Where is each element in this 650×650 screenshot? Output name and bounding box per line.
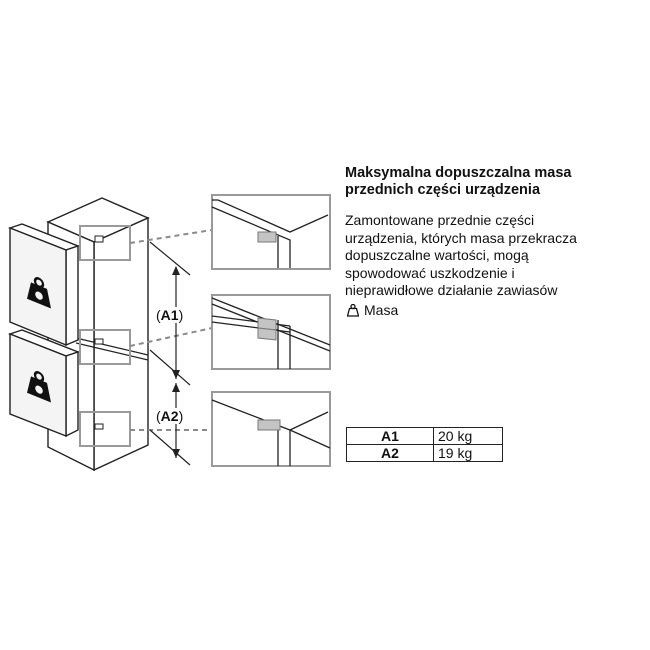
warning-line-3: dopuszczalne wartości, mogą xyxy=(345,247,529,263)
heading-line-1: Maksymalna dopuszczalna masa xyxy=(345,165,572,181)
warning-line-4: spowodować uszkodzenie i xyxy=(345,264,515,281)
legend: Masa xyxy=(347,302,398,318)
warning-text: Zamontowane przednie części urządzenia, … xyxy=(345,212,640,300)
weights-table: A1 20 kg A2 19 kg xyxy=(346,427,503,462)
table-row: A2 19 kg xyxy=(346,444,503,462)
cabinet-divider xyxy=(75,337,149,356)
hinge-marker-bottom xyxy=(94,423,104,430)
table-row: A1 20 kg xyxy=(346,427,503,445)
table-cell-value: 19 kg xyxy=(433,444,503,462)
dimension-label-a1: (A1) xyxy=(156,307,184,323)
cabinet-divider-2 xyxy=(75,342,149,361)
legend-label: Masa xyxy=(364,302,399,318)
detail-view-top xyxy=(211,194,331,270)
warning-line-5: nieprawidłowe działanie zawiasów xyxy=(345,282,558,298)
leader-lines xyxy=(129,229,213,431)
hinge-marker-mid xyxy=(94,338,104,345)
dimension-arrows xyxy=(172,266,180,458)
weight-icon xyxy=(27,277,51,309)
table-cell-value: 20 kg xyxy=(433,427,503,445)
hinge-marker-top xyxy=(94,235,104,243)
detail-view-middle xyxy=(211,294,331,370)
dimension-lines xyxy=(149,241,191,466)
heading-line-2: przednich części urządzenia xyxy=(345,182,541,198)
weight-icon xyxy=(27,371,51,403)
detail-view-bottom xyxy=(211,391,331,467)
weight-icon xyxy=(347,303,359,317)
dimension-label-a2: (A2) xyxy=(156,408,184,424)
table-cell-key: A1 xyxy=(346,427,434,445)
upper-door xyxy=(7,223,81,347)
section-heading: Maksymalna dopuszczalna masa przednich c… xyxy=(345,165,635,199)
warning-line-1: Zamontowane przednie części xyxy=(345,212,535,228)
warning-line-2: urządzenia, których masa przekracza xyxy=(345,229,577,246)
table-cell-key: A2 xyxy=(346,444,434,462)
